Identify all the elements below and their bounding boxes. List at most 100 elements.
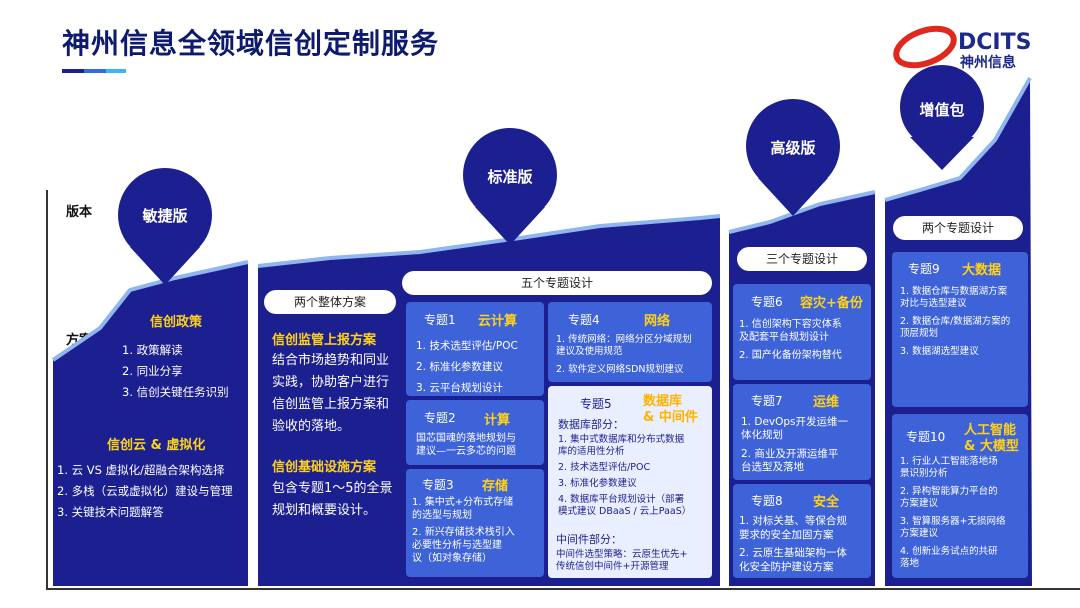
list-item: 3. 云平台规划设计 [416,382,503,394]
list-item: 顶层规划 [900,328,939,339]
list-item: 对比与选型建议 [900,298,967,309]
badge-label-advanced: 高级版 [770,139,816,157]
list-item: 1. 传统网络：网络分区分域规划 [556,334,692,345]
pill-overall-plans: 两个整体方案 [264,290,396,314]
pill-five-topics: 五个专题设计 [402,271,712,295]
badge-label-agile: 敏捷版 [142,207,188,225]
topic-card-3: 专题3 存储 1. 集中式+分布式存储 的选型与规划 2. 新兴存储技术栈引入 … [406,469,544,577]
topic-card-10: 专题10 人工智能 & 大模型 1. 行业人工智能落地场 景识别分析 2. 异构… [892,414,1028,578]
agile-heading-policy: 信创政策 [150,315,203,330]
list-item: 化安全防护建设方案 [739,561,834,573]
badge-label-standard: 标准版 [487,168,533,186]
topic-name: 云计算 [478,314,518,329]
list-item: 3. 信创关键任务识别 [122,385,229,399]
list-item: 1. 政策解读 [122,343,183,357]
list-item: 要求的安全加固方案 [739,529,834,541]
list-item: 2. 云原生基础架构一体 [739,547,847,559]
list-item: 传统信创中间件+开源管理 [556,561,669,572]
list-item: 3. 智算服务器+无损网络 [900,516,1006,527]
pill-two-topics: 两个专题设计 [893,216,1023,240]
list-item: 建议及使用规范 [556,346,623,357]
topic-card-8: 专题8 安全 1. 对标关基、等保合规 要求的安全加固方案 2. 云原生基础架构… [733,484,871,578]
topic-number: 专题6 [751,295,783,309]
topic-name: 运维 [813,395,840,410]
list-item: 台选型及落地 [741,461,804,473]
list-item: 2. 多栈（云或虚拟化）建设与管理 [57,484,233,498]
topic-number: 专题9 [908,262,940,276]
badge-agile [118,168,212,285]
topic-number: 专题1 [424,313,456,327]
list-item: 2. 技术选型评估/POC [558,462,651,473]
plan-body-reporting: 结合市场趋势和同业 实践，协助客户进行 信创监管上报方案和 验收的落地。 [272,353,390,434]
sub-heading-database: 数据库部分： [558,418,624,431]
row-label-version: 版本 [66,205,93,220]
list-item: 国芯国魂的落地规划与 [416,433,516,444]
list-item: 建议—一云多芯的问题 [416,446,516,457]
list-item: 体化规划 [741,429,783,441]
agile-policy-list: 1. 政策解读 2. 同业分享 3. 信创关键任务识别 [122,340,247,403]
sub-heading-middleware: 中间件部分： [556,533,622,546]
plan-body-infra: 包含专题1～5的全景 规划和概要设计。 [272,481,393,518]
logo-text: DCITS [958,30,1032,55]
list-item: 库的适用性分析 [558,446,625,457]
topic-number: 专题2 [424,411,456,425]
list-item: 4. 数据库平台规划设计（部署 [558,494,685,505]
title-bar-light [106,69,126,73]
topic-name: 数据库 [643,394,683,409]
list-item: 2. 数据仓库/数据湖方案的 [900,316,1011,327]
list-item: 2. 标准化参数建议 [416,361,503,373]
list-item: 2. 国产化备份架构替代 [739,350,842,361]
badge-label-addon: 增值包 [919,101,965,119]
list-item: 4. 创新业务试点的共研 [900,546,998,557]
logo-icon [893,25,957,69]
topic-name: 计算 [484,413,511,428]
list-item: 落地 [900,558,920,569]
list-item: 模式建议 DBaaS / 云上PaaS） [558,506,692,517]
list-item: 3. 关键技术问题解答 [57,505,164,519]
list-item: 必要性分析与选型建 [412,540,502,551]
list-item: 的选型与规划 [412,510,472,521]
list-item: 2. 异构智能算力平台的 [900,486,998,497]
agile-heading-cloud: 信创云 & 虚拟化 [107,438,206,453]
topic-name: 容灾+备份 [800,296,863,311]
topic-name: 网络 [644,314,671,329]
topic-name: 安全 [813,495,840,510]
list-item: 2. 软件定义网络SDN规划建议 [556,364,684,375]
topic-card-1: 专题1 云计算 1. 技术选型评估/POC 2. 标准化参数建议 3. 云平台规… [406,302,544,396]
plan-title-reporting: 信创监管上报方案 [272,333,377,348]
list-item: 及配套平台规划设计 [739,332,829,343]
list-item: 1. 数据仓库与数据湖方案 [900,286,1008,297]
page-title: 神州信息全领域信创定制服务 [62,27,440,60]
list-item: 景识别分析 [900,468,948,479]
axis-horizontal [46,588,1080,590]
topic-number: 专题4 [568,313,600,327]
agile-cloud-list: 1. 云 VS 虚拟化/超融合架构选择 2. 多栈（云或虚拟化）建设与管理 3.… [57,460,252,523]
topic-number: 专题7 [751,394,783,408]
list-item: 中间件选型策略：云原生优先+ [556,549,688,560]
list-item: 2. 同业分享 [122,364,183,378]
pill-three-topics: 三个专题设计 [737,247,867,271]
logo-subtitle: 神州信息 [960,55,1016,71]
plan-title-infra: 信创基础设施方案 [272,460,377,475]
list-item: 议（如对象存储） [412,553,492,564]
list-item: 1. 信创架构下容灾体系 [739,319,842,330]
list-item: 1. 集中式+分布式存储 [412,497,514,508]
list-item: 1. 技术选型评估/POC [416,340,518,352]
topic-card-9: 专题9 大数据 1. 数据仓库与数据湖方案 对比与选型建议 2. 数据仓库/数据… [892,252,1028,407]
topic-name: 大数据 [962,263,1002,278]
topic-card-4: 专题4 网络 1. 传统网络：网络分区分域规划 建议及使用规范 2. 软件定义网… [548,302,712,382]
list-item: 1. 集中式数据库和分布式数据 [558,434,685,445]
list-item: 2. 新兴存储技术栈引入 [412,527,515,538]
topic-name-2: & 中间件 [643,410,698,425]
topic-name: 存储 [482,479,509,494]
axis-vertical [46,190,48,590]
list-item: 1. 行业人工智能落地场 [900,456,998,467]
list-item: 1. DevOps开发运维一 [741,416,849,428]
list-item: 方案建议 [900,498,939,509]
topic-number: 专题10 [906,430,946,444]
topic-name-2: & 大模型 [964,439,1019,454]
topic-number: 专题5 [580,397,612,411]
topic-number: 专题3 [422,478,454,492]
topic-name: 人工智能 [964,423,1017,438]
title-bar-mid [84,69,106,73]
